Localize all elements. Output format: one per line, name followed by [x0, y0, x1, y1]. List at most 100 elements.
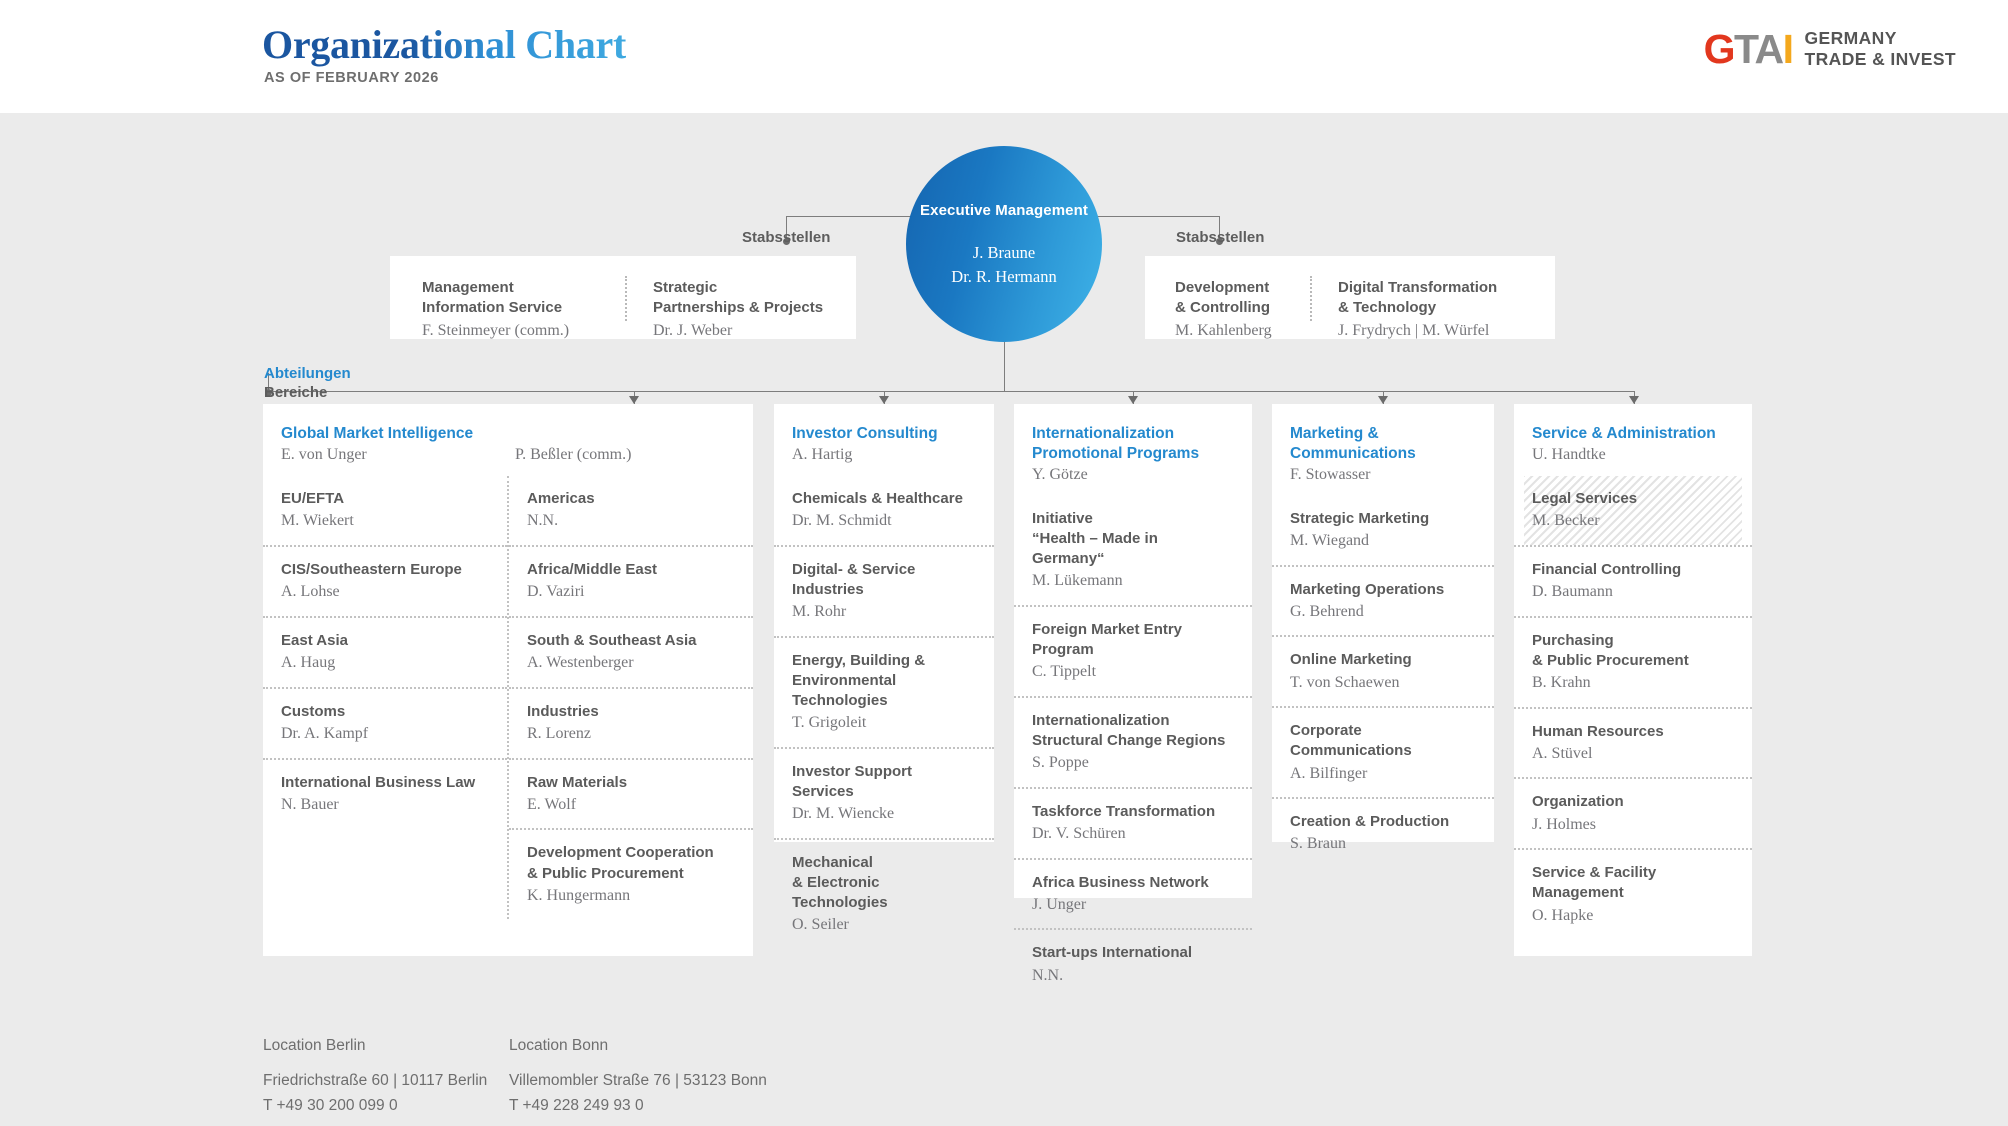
department-title: Service & Administration — [1532, 425, 1716, 442]
unit-title: Organization — [1532, 793, 1624, 811]
unit-lead-name: G. Behrend — [1290, 602, 1364, 620]
unit-item[interactable]: Initiative“Health – Made in Germany“M. L… — [1014, 496, 1252, 605]
logo-text-line2: TRADE & INVEST — [1804, 49, 1956, 70]
unit-lead-name: E. Wolf — [527, 795, 577, 813]
unit-item[interactable]: East Asia A. Haug — [263, 615, 507, 687]
staff-box-divider — [625, 276, 627, 321]
unit-title: Corporate Communications — [1290, 722, 1412, 760]
unit-lead-name: J. Holmes — [1532, 815, 1596, 833]
executive-role-label: Executive Management — [920, 202, 1088, 219]
connector-dot-bus-origin — [265, 389, 272, 396]
staff-unit-name: M. Kahlenberg — [1175, 321, 1272, 339]
unit-title: International Business Law — [281, 773, 476, 791]
arrow-dept-1 — [629, 396, 639, 404]
unit-item[interactable]: Organization J. Holmes — [1514, 777, 1752, 848]
department-title: Global Market Intelligence — [281, 425, 474, 442]
unit-lead-name: O. Seiler — [792, 916, 849, 934]
unit-title: CIS/Southeastern Europe — [281, 560, 462, 578]
staff-unit-title-line2: Information Service — [422, 298, 563, 316]
unit-item[interactable]: Mechanical& Electronic Technologies O. Se… — [774, 837, 994, 949]
gtai-logo: GTAI GERMANY TRADE & INVEST — [1704, 28, 1956, 71]
page-header: Organizational Chart AS OF FEBRUARY 2026… — [0, 0, 2008, 113]
unit-item[interactable]: Energy, Building &Environmental Technolo… — [774, 635, 994, 747]
unit-title: East Asia — [281, 631, 348, 649]
staff-unit-strategic-partnerships-projects[interactable]: Strategic Partnerships & Projects Dr. J.… — [627, 256, 856, 339]
staff-unit-management-information-service[interactable]: Management Information Service F. Steinm… — [390, 256, 625, 339]
logo-letter-i: I — [1782, 25, 1794, 72]
unit-lead-name: A. Haug — [281, 653, 336, 671]
unit-title: Purchasing& Public Procurement — [1532, 631, 1689, 669]
executive-management-node[interactable]: Executive Management J. Braune Dr. R. He… — [906, 146, 1102, 342]
staff-box-divider — [1310, 276, 1312, 321]
unit-item[interactable]: Development Cooperation& Public Procurem… — [509, 828, 753, 919]
arrow-dept-5 — [1629, 396, 1639, 404]
staff-box-right: Development & Controlling M. Kahlenberg … — [1145, 256, 1555, 339]
unit-lead-name: Dr. V. Schüren — [1032, 824, 1126, 842]
unit-title: Energy, Building &Environmental Technolo… — [792, 651, 926, 709]
unit-item[interactable]: Marketing Operations G. Behrend — [1272, 564, 1494, 636]
footer-phone: T +49 30 200 099 0 — [263, 1097, 398, 1115]
unit-title: Legal Services — [1532, 489, 1638, 507]
staff-unit-title-line1: Strategic — [653, 279, 718, 296]
department-lead-name: U. Handtke — [1532, 445, 1606, 463]
connector-exec-to-right-staff — [1002, 216, 1220, 217]
footer-location-bonn: Location Bonn Villemombler Straße 76 | 5… — [509, 1033, 767, 1118]
unit-lead-name: N.N. — [527, 512, 559, 530]
unit-title: Foreign Market Entry Program — [1032, 620, 1183, 658]
footer-location-label: Location Berlin — [263, 1037, 366, 1054]
department-lead-name: E. von Unger — [281, 445, 367, 463]
unit-lead-name: Dr. M. Wiencke — [792, 804, 895, 822]
unit-title: Africa/Middle East — [527, 560, 658, 578]
footer-address: Villemombler Straße 76 | 53123 Bonn — [509, 1072, 767, 1090]
unit-title: Marketing Operations — [1290, 580, 1445, 598]
gtai-logo-mark: GTAI — [1703, 25, 1794, 72]
department-title: Investor Consulting — [792, 425, 938, 442]
unit-lead-name: M. Lükemann — [1032, 571, 1123, 589]
connector-department-bus — [268, 391, 1634, 392]
staff-unit-digital-transformation-technology[interactable]: Digital Transformation & Technology J. F… — [1312, 256, 1555, 339]
logo-letter-g: G — [1703, 25, 1736, 72]
unit-title: Mechanical& Electronic Technologies — [792, 853, 888, 911]
unit-lead-name: M. Becker — [1532, 511, 1600, 529]
unit-lead-name: J. Unger — [1032, 895, 1087, 913]
staff-unit-development-controlling[interactable]: Development & Controlling M. Kahlenberg — [1145, 256, 1310, 339]
staff-unit-title-line2: Partnerships & Projects — [653, 298, 824, 316]
connector-right-staff-drop — [1219, 216, 1220, 240]
unit-item[interactable]: Legal Services M. Becker — [1524, 475, 1742, 545]
logo-letter-t: T — [1734, 25, 1756, 72]
